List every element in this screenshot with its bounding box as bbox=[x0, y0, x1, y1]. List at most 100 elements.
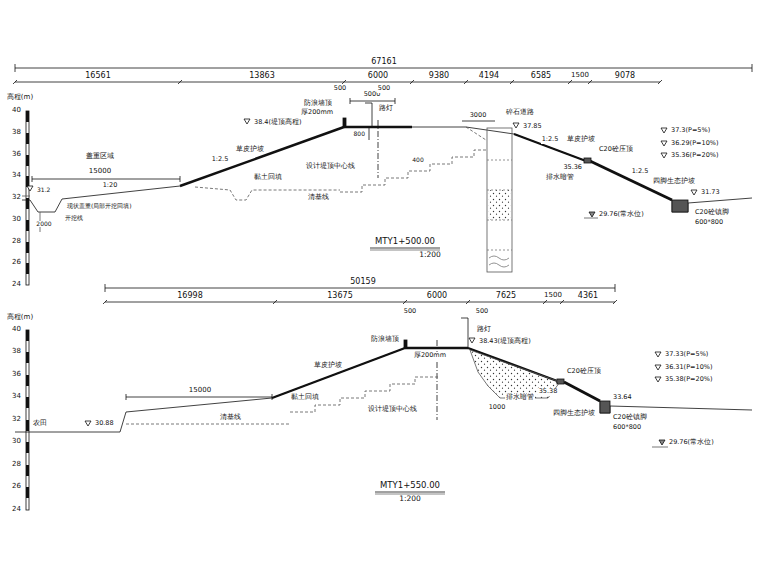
axis-title: 高程(m) bbox=[6, 94, 34, 102]
dimension: 15000 bbox=[188, 387, 212, 395]
slope-ratio: 1:2.5 bbox=[211, 156, 230, 163]
water-level: 29.76(常水位) bbox=[668, 439, 715, 446]
water-level: 37.33(P=5%) bbox=[664, 351, 709, 358]
water-level: 37.3(P=5%) bbox=[670, 127, 711, 134]
scale: 1:200 bbox=[418, 251, 442, 259]
elevation: 31.2 bbox=[36, 187, 51, 194]
axis-tick: 40 bbox=[11, 107, 22, 115]
dimension: 16998 bbox=[176, 292, 203, 301]
section-title: MTY1+550.00 bbox=[379, 481, 441, 490]
note: 设计堤顶中心线 bbox=[305, 163, 356, 170]
elevation: 33.64 bbox=[612, 394, 633, 401]
note: 草皮护坡 bbox=[235, 146, 265, 153]
axis-tick: 26 bbox=[11, 483, 22, 491]
note: 厚200mm bbox=[413, 352, 447, 359]
dimension: 15000 bbox=[88, 168, 112, 176]
axis-tick: 24 bbox=[11, 281, 22, 289]
water-level: 35.36(P=20%) bbox=[670, 152, 720, 159]
note: 路灯 bbox=[378, 105, 394, 112]
note: 碎石道路 bbox=[505, 109, 535, 116]
slope-ratio: 1:2.5 bbox=[631, 168, 650, 175]
note: 清基线 bbox=[307, 194, 330, 201]
water-level: 29.76(常水位) bbox=[598, 211, 645, 218]
axis-tick: 28 bbox=[11, 238, 22, 246]
elevation: 35.38 bbox=[538, 388, 559, 395]
note: 草皮护坡 bbox=[313, 362, 343, 369]
water-level: 36.29(P=10%) bbox=[670, 140, 720, 147]
note: 排水暗管 bbox=[505, 394, 535, 401]
dimension: 1000 bbox=[488, 404, 507, 411]
dimension: 500 bbox=[333, 85, 347, 92]
note: C20砼压顶 bbox=[598, 146, 634, 153]
water-level: 36.31(P=10%) bbox=[664, 364, 714, 371]
axis-tick: 34 bbox=[11, 172, 22, 180]
note: 路灯 bbox=[476, 326, 492, 333]
dimension: 600*800 bbox=[612, 424, 642, 431]
scale: 1:200 bbox=[398, 495, 422, 503]
note: 现状盖重(局部开挖回填) bbox=[66, 203, 133, 210]
dimension: 1500 bbox=[570, 72, 590, 80]
note: 厚200mm bbox=[300, 109, 334, 116]
elevation: 35.36 bbox=[562, 164, 583, 171]
dimension: 9078 bbox=[614, 72, 636, 81]
axis-tick: 38 bbox=[11, 348, 22, 356]
axis-tick: 32 bbox=[11, 416, 22, 424]
dimension: 4194 bbox=[478, 72, 500, 81]
note: 黏土回填 bbox=[290, 394, 320, 401]
dimension: 50159 bbox=[349, 278, 376, 287]
dimension: 6585 bbox=[530, 72, 552, 81]
note: 黏土回填 bbox=[253, 174, 283, 181]
dimension: 9380 bbox=[428, 72, 450, 81]
elevation: 31.73 bbox=[700, 189, 721, 196]
axis-tick: 36 bbox=[11, 371, 22, 379]
note: 开挖线 bbox=[64, 215, 84, 222]
axis-tick: 36 bbox=[11, 151, 22, 159]
elevation: 38.4(堤顶高程) bbox=[253, 119, 303, 126]
elevation: 37.85 bbox=[522, 123, 543, 130]
axis-tick: 24 bbox=[11, 506, 22, 514]
elevation: 30.88 bbox=[94, 420, 115, 427]
dimension: 500 bbox=[377, 85, 391, 92]
note: C20砼镇脚 bbox=[694, 209, 730, 216]
axis-tick: 28 bbox=[11, 461, 22, 469]
dimension: 1500 bbox=[543, 292, 563, 300]
elevation: 38.43(堤顶高程) bbox=[478, 338, 532, 345]
dimension: 3000 bbox=[469, 112, 488, 119]
dimension: 500 bbox=[475, 308, 489, 315]
axis-tick: 30 bbox=[11, 216, 22, 224]
dimension: 13675 bbox=[326, 292, 353, 301]
dimension: 6000 bbox=[426, 292, 448, 301]
dimension: 16561 bbox=[84, 72, 111, 81]
note: 设计堤顶中心线 bbox=[367, 406, 418, 413]
note: 排水暗管 bbox=[545, 174, 575, 181]
axis-tick: 34 bbox=[11, 393, 22, 401]
dimension: 400 bbox=[411, 157, 424, 164]
axis-tick: 32 bbox=[11, 194, 22, 202]
note: 防浪墙顶 bbox=[370, 336, 400, 343]
slope-ratio: 1:2.5 bbox=[541, 136, 560, 143]
note: 盖重区域 bbox=[85, 153, 115, 160]
note: 农田 bbox=[32, 420, 48, 427]
note: C20砼压顶 bbox=[566, 368, 602, 375]
note: 防浪墙顶 bbox=[303, 100, 333, 107]
note: 四脚生态护坡 bbox=[552, 410, 596, 417]
axis-tick: 40 bbox=[11, 326, 22, 334]
dimension: 67161 bbox=[370, 58, 397, 67]
section-title: MTY1+500.00 bbox=[374, 237, 436, 246]
note: 草皮护坡 bbox=[566, 136, 596, 143]
water-level: 35.38(P=20%) bbox=[664, 376, 714, 383]
axis-tick: 26 bbox=[11, 259, 22, 267]
axis-tick: 30 bbox=[11, 438, 22, 446]
dimension: 7625 bbox=[495, 292, 517, 301]
dimension: 4361 bbox=[577, 292, 599, 301]
note: C20砼镇脚 bbox=[612, 414, 648, 421]
axis-tick: 38 bbox=[11, 129, 22, 137]
dimension: 500 bbox=[403, 308, 417, 315]
dimension: 600*800 bbox=[694, 219, 724, 226]
note: 清基线 bbox=[219, 414, 242, 421]
note: 四脚生态护坡 bbox=[652, 178, 696, 185]
dimension: 13863 bbox=[248, 72, 275, 81]
dimension: 800 bbox=[353, 131, 366, 138]
slope-ratio: 1:20 bbox=[102, 182, 119, 189]
